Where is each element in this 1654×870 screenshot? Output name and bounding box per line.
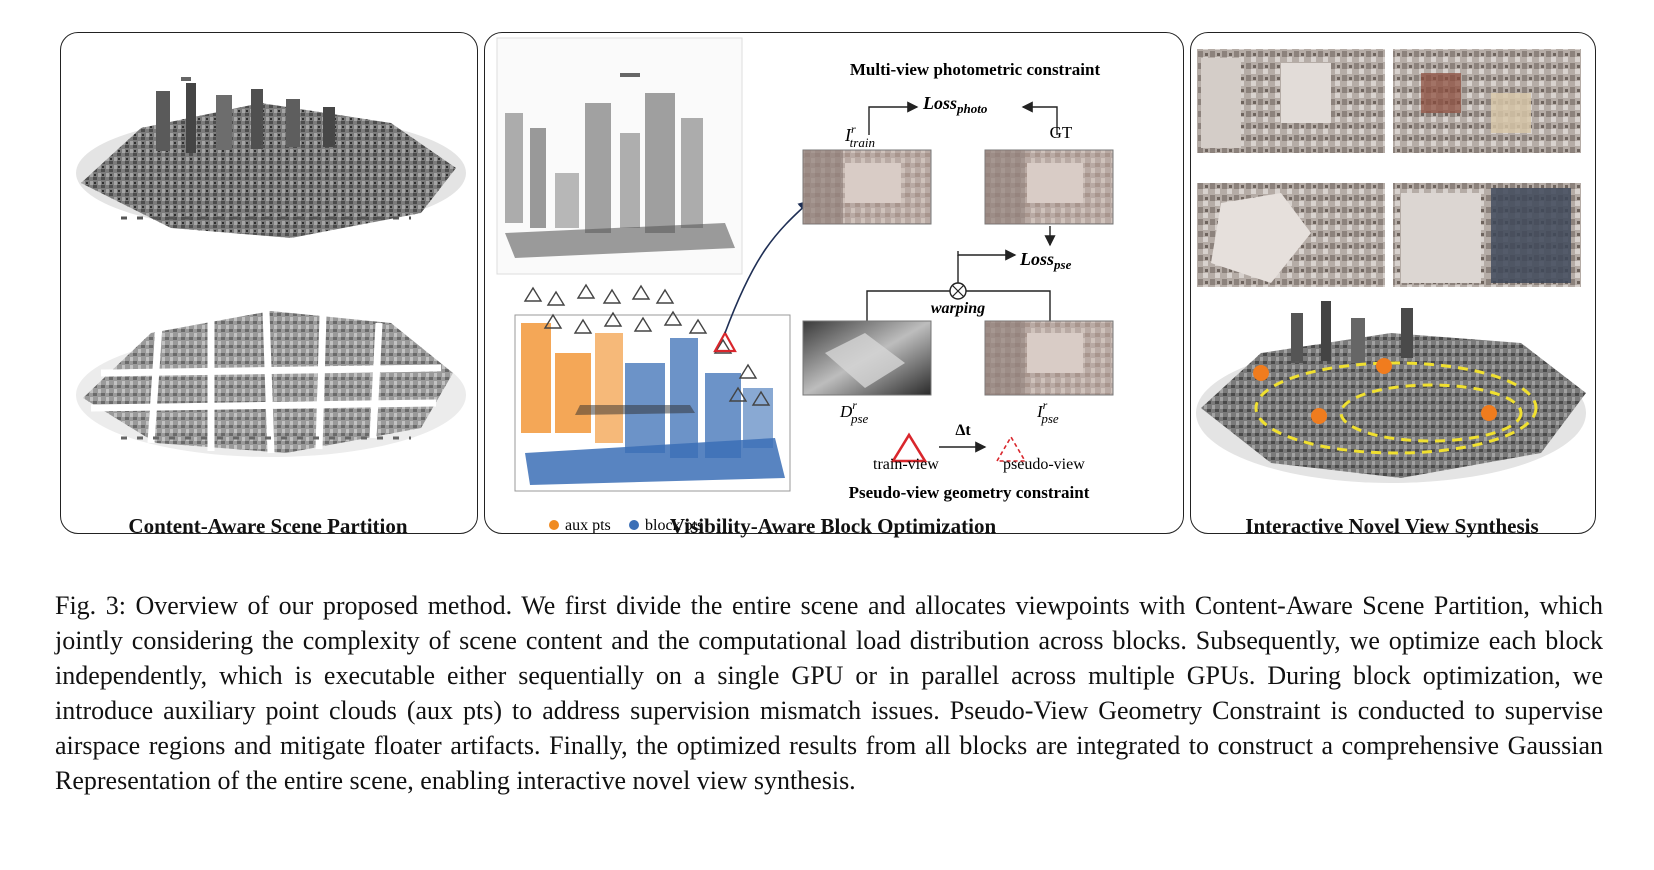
city-point-cloud-figure: [76, 77, 466, 457]
block-legend-label: block pts: [645, 517, 703, 533]
pseudo-depth-image: [802, 320, 932, 396]
block-legend-swatch: [629, 520, 639, 530]
train-image: [802, 149, 932, 225]
aux-legend-label: aux pts: [565, 517, 611, 533]
delta-t-label: Δt: [955, 422, 971, 439]
gt-image: [984, 149, 1114, 225]
rendered-view-1: [1197, 49, 1385, 153]
geometry-constraint-title: Pseudo-view geometry constraint: [849, 483, 1090, 502]
block-point-cloud-render: [496, 37, 743, 275]
loss-pse-label: Losspse: [1019, 249, 1072, 272]
pseudo-view-image: [984, 320, 1114, 396]
aux-block-point-cloud: [514, 314, 791, 492]
aux-legend-swatch: [549, 520, 559, 530]
gt-label: GT: [1050, 123, 1073, 142]
warping-label: warping: [931, 300, 985, 317]
viewpoint-marker: [1376, 358, 1392, 374]
block-optimization-figure: aux pts block pts Multi-view photometric…: [496, 37, 1114, 533]
warp-to-loss-arrow: [957, 249, 1017, 261]
unpartitioned-scene: [76, 77, 466, 238]
camera-frustums: [523, 283, 771, 406]
loss-photo-label: Lossphoto: [922, 93, 988, 116]
train-view-camera-icon: [890, 432, 928, 463]
rendered-view-4: [1393, 183, 1581, 287]
gt-to-loss-arrow: [1021, 101, 1058, 135]
scene-partition-panel: [60, 32, 478, 534]
block-optimization-panel: aux pts block pts Multi-view photometric…: [484, 32, 1184, 534]
viewpoint-marker: [1481, 405, 1497, 421]
novel-view-title: Interactive Novel View Synthesis: [1245, 514, 1539, 538]
selected-camera-icon: [713, 330, 737, 353]
rendered-view-2: [1393, 49, 1581, 153]
train-view-label: train-view: [873, 456, 939, 473]
camera-trajectory-outer: [1254, 361, 1538, 455]
scene-partition-title: Content-Aware Scene Partition: [128, 514, 408, 538]
figure-caption: Fig. 3: Overview of our proposed method.…: [55, 591, 1603, 795]
viewpoint-marker: [1311, 408, 1327, 424]
photometric-constraint-title: Multi-view photometric constraint: [850, 60, 1101, 79]
camera-link-arrow: [724, 199, 812, 334]
viewpoint-marker: [1253, 365, 1269, 381]
rendered-view-3: [1197, 183, 1385, 287]
trajectory-scene: [1196, 301, 1586, 483]
camera-trajectory-inner: [1339, 383, 1523, 443]
partitioned-scene: [76, 310, 466, 457]
pseudo-view-label: pseudo-view: [1003, 456, 1085, 473]
novel-view-figure: [1196, 49, 1586, 483]
novel-view-panel: [1190, 32, 1596, 534]
train-to-loss-arrow: [868, 101, 919, 135]
block-optimization-title: Visibility-Aware Block Optimization: [669, 514, 997, 538]
pse-to-warp-line: [966, 290, 1051, 323]
depth-to-warp-line: [866, 290, 950, 323]
